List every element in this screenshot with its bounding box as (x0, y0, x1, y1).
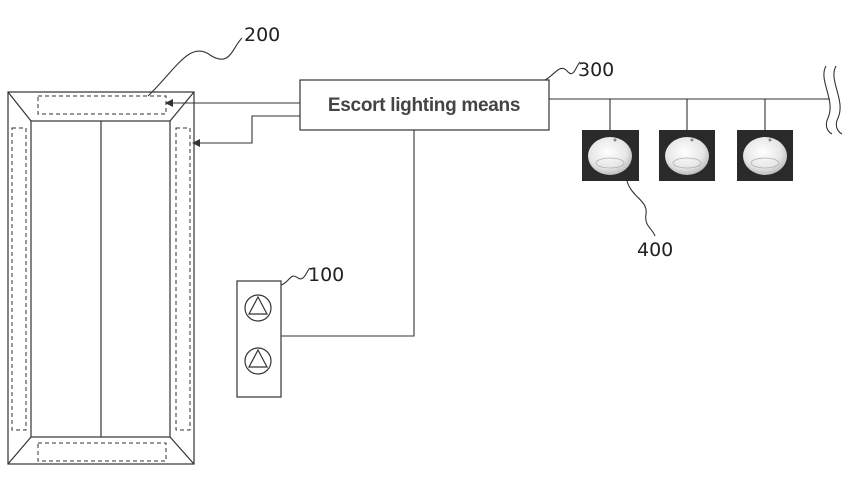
leader-line-200 (147, 37, 243, 97)
leader-line-400 (626, 180, 656, 237)
line-break-icon (823, 65, 843, 135)
light-strip-top (37, 95, 167, 115)
label-400: 400 (637, 239, 673, 261)
label-300: 300 (578, 59, 614, 81)
ceiling-lamp-icon (659, 130, 715, 181)
leader-line-300 (544, 61, 581, 81)
call-button-upper[interactable] (244, 294, 272, 322)
lamp-dome (665, 137, 709, 175)
hall-button-panel (236, 280, 282, 398)
frame-corner-line (169, 91, 195, 122)
ceiling-lamp-icon (582, 130, 639, 181)
label-200: 200 (244, 24, 280, 46)
frame-corner-line (7, 91, 32, 122)
escort-lighting-box (299, 79, 550, 131)
triangle-up-icon (248, 348, 268, 368)
signal-arrow-side-strip (192, 115, 300, 147)
frame-corner-line (169, 436, 195, 465)
ceiling-lamp-icon (737, 130, 793, 181)
light-strip-right (175, 127, 191, 431)
controller-to-buttons-line (281, 130, 415, 337)
label-100: 100 (308, 264, 344, 286)
door-frame-outer (7, 91, 195, 465)
triangle-up-icon (248, 295, 268, 315)
escort-lighting-title: Escort lighting means (328, 95, 520, 116)
elevator-door (7, 91, 195, 465)
leader-line-100 (280, 267, 311, 286)
light-strip-bottom (37, 442, 167, 462)
lamp-dome (743, 137, 787, 175)
call-button-lower[interactable] (244, 347, 272, 375)
light-strip-left (11, 127, 27, 431)
frame-corner-line (7, 436, 32, 465)
lamp-dome (588, 137, 632, 175)
